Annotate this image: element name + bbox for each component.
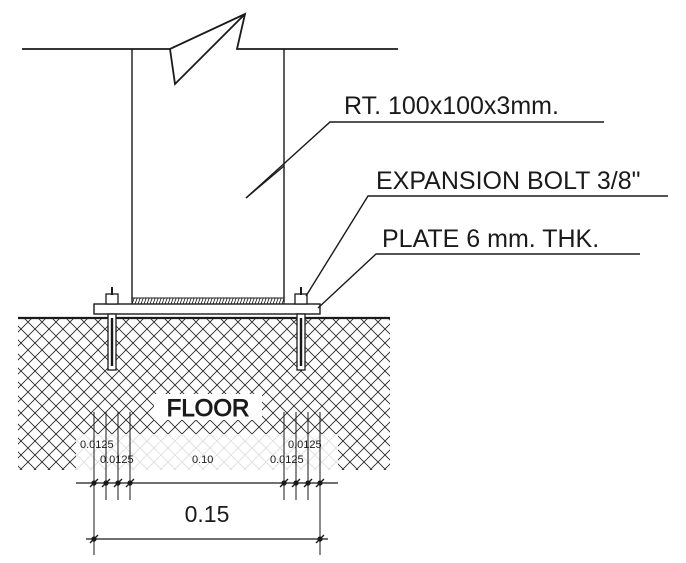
leader-tube <box>245 121 604 199</box>
label-floor: FLOOR <box>167 395 250 422</box>
leader-bolt <box>305 195 668 297</box>
dim-edge-right-bottom: 0.0125 <box>270 454 304 466</box>
base-plate-weld <box>131 297 285 305</box>
label-plate: PLATE 6 mm. THK. <box>382 225 599 253</box>
dimension-text-background <box>76 434 338 470</box>
dim-center: 0.10 <box>192 454 213 466</box>
dimension-slashes <box>89 478 325 544</box>
dim-edge-left-top: 0.0125 <box>80 439 114 451</box>
dim-edge-left-bottom: 0.0125 <box>100 454 134 466</box>
dim-overall: 0.15 <box>185 501 230 527</box>
label-bolt: EXPANSION BOLT 3/8" <box>376 167 641 195</box>
top-break-line <box>22 12 398 86</box>
expansion-bolt-left <box>105 287 119 371</box>
base-plate <box>93 303 321 315</box>
floor-label-background <box>154 394 262 420</box>
expansion-bolt-right <box>294 287 308 371</box>
leader-plate <box>317 253 640 309</box>
dim-edge-right-top: 0.0125 <box>288 439 322 451</box>
label-tube: RT. 100x100x3mm. <box>344 92 559 120</box>
